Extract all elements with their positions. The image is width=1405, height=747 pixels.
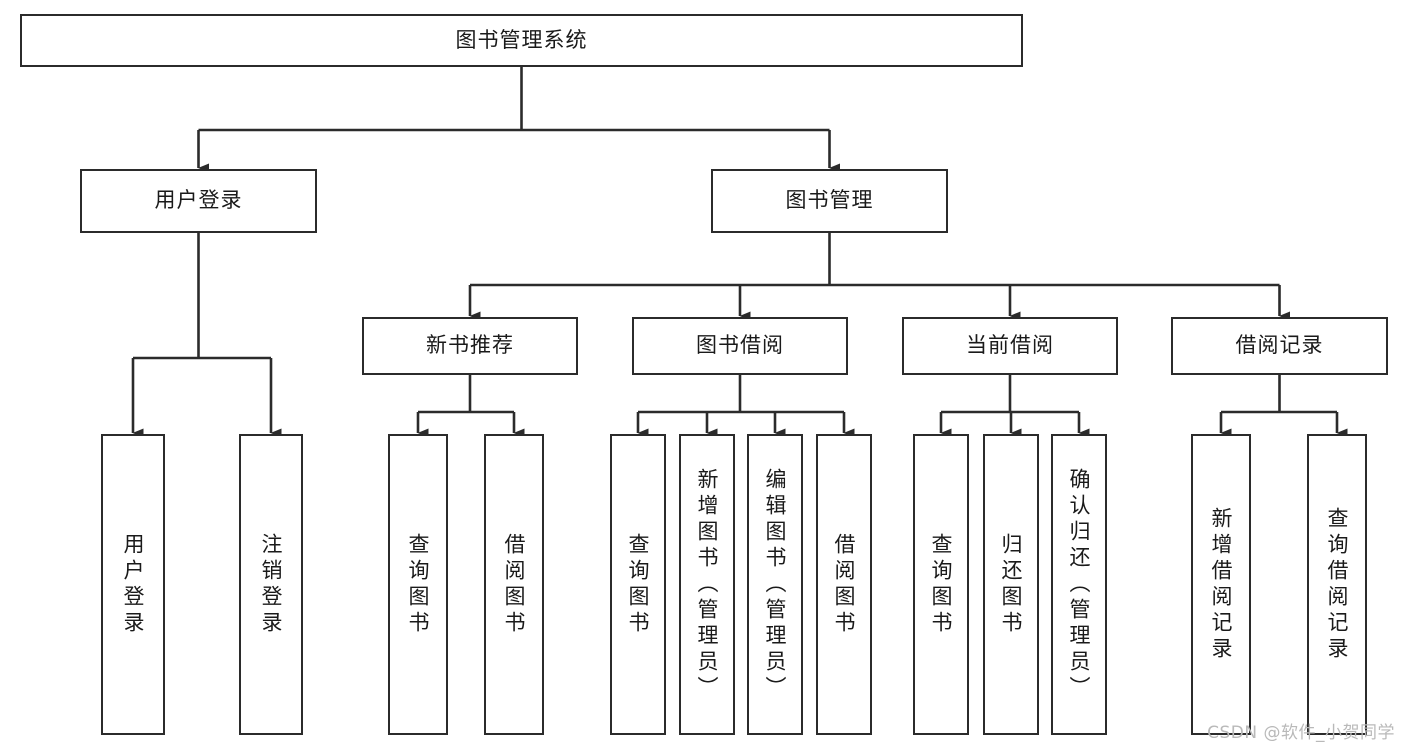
node-leaf-confirm-return-label: 确认归还（管理员） [1067,467,1091,702]
node-leaf-logout[interactable]: 注销登录 [239,434,303,735]
node-leaf-borrow-book-a[interactable]: 借阅图书 [484,434,544,735]
node-leaf-add-book-label: 新增图书（管理员） [695,467,719,702]
node-borrow-record[interactable]: 借阅记录 [1171,317,1388,375]
node-borrow-record-label: 借阅记录 [1235,333,1324,358]
node-leaf-user-login[interactable]: 用户登录 [101,434,165,735]
node-book-manage-label: 图书管理 [785,188,874,213]
node-leaf-logout-label: 注销登录 [259,532,283,637]
node-leaf-query-book-a-label: 查询图书 [406,532,430,637]
node-leaf-borrow-book-a-label: 借阅图书 [502,532,526,637]
node-user-login-label: 用户登录 [154,188,243,213]
node-leaf-query-book-b[interactable]: 查询图书 [610,434,666,735]
edge-lines [131,67,1348,438]
node-leaf-query-book-c-label: 查询图书 [929,532,953,637]
node-leaf-return-book-label: 归还图书 [999,532,1023,637]
node-leaf-query-record[interactable]: 查询借阅记录 [1307,434,1367,735]
node-leaf-confirm-return[interactable]: 确认归还（管理员） [1051,434,1107,735]
node-leaf-query-book-b-label: 查询图书 [626,532,650,637]
node-leaf-borrow-book-b-label: 借阅图书 [832,532,856,637]
node-leaf-query-book-c[interactable]: 查询图书 [913,434,969,735]
node-current-borrow-label: 当前借阅 [966,333,1054,358]
node-leaf-user-login-label: 用户登录 [121,532,145,637]
node-leaf-query-book-a[interactable]: 查询图书 [388,434,448,735]
node-current-borrow[interactable]: 当前借阅 [902,317,1118,375]
node-leaf-borrow-book-b[interactable]: 借阅图书 [816,434,872,735]
node-root[interactable]: 图书管理系统 [20,14,1023,67]
node-leaf-return-book[interactable]: 归还图书 [983,434,1039,735]
node-leaf-add-record-label: 新增借阅记录 [1209,506,1233,663]
node-leaf-add-record[interactable]: 新增借阅记录 [1191,434,1251,735]
node-leaf-edit-book[interactable]: 编辑图书（管理员） [747,434,803,735]
node-user-login[interactable]: 用户登录 [80,169,317,233]
node-new-book-recommend-label: 新书推荐 [426,333,514,358]
node-book-borrow[interactable]: 图书借阅 [632,317,848,375]
node-leaf-edit-book-label: 编辑图书（管理员） [763,467,787,702]
node-new-book-recommend[interactable]: 新书推荐 [362,317,578,375]
node-root-label: 图书管理系统 [455,27,588,52]
node-leaf-query-record-label: 查询借阅记录 [1325,506,1349,663]
node-book-borrow-label: 图书借阅 [696,333,784,358]
node-leaf-add-book[interactable]: 新增图书（管理员） [679,434,735,735]
node-book-manage[interactable]: 图书管理 [711,169,948,233]
